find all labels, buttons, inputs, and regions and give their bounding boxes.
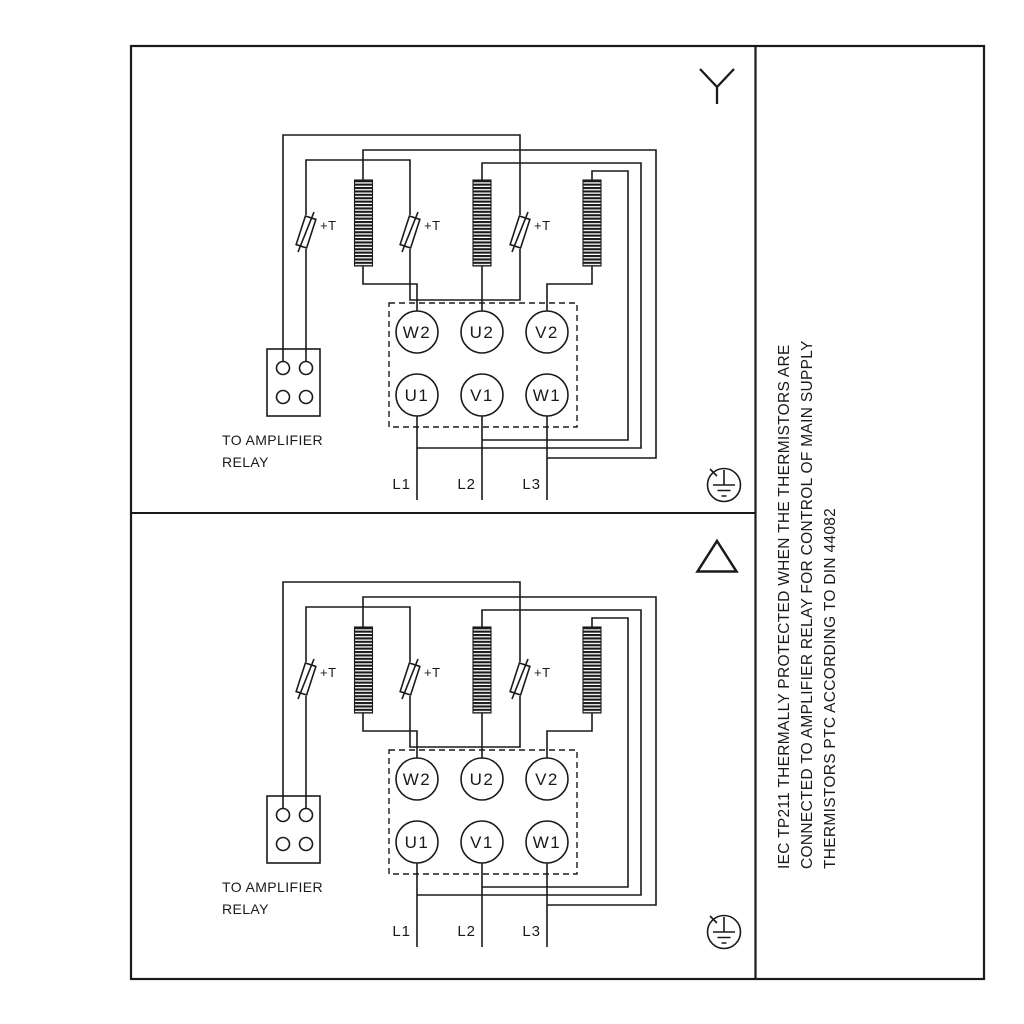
thermistor-label: +T xyxy=(534,665,551,680)
star-symbol-icon xyxy=(699,68,735,104)
star-panel-wiring xyxy=(266,134,742,503)
terminal-label-v2: V2 xyxy=(535,770,559,789)
supply-label-l2: L2 xyxy=(457,923,476,940)
relay-label-line1: TO AMPLIFIER xyxy=(222,432,323,448)
supply-label-l1: L1 xyxy=(392,476,411,493)
terminal-label-u1: U1 xyxy=(405,386,430,405)
sidebar-note-line2: CONNECTED TO AMPLIFIER RELAY FOR CONTROL… xyxy=(799,340,816,869)
delta-panel-wiring xyxy=(266,581,742,950)
terminal-label-u2: U2 xyxy=(470,770,495,789)
terminal-label-v2: V2 xyxy=(535,323,559,342)
thermistor-label: +T xyxy=(424,218,441,233)
relay-label-line1: TO AMPLIFIER xyxy=(222,879,323,895)
supply-label-l2: L2 xyxy=(457,476,476,493)
sidebar-note-line1: IEC TP211 THERMALLY PROTECTED WHEN THE T… xyxy=(776,344,793,869)
thermistor-label: +T xyxy=(320,665,337,680)
terminal-label-v1: V1 xyxy=(470,833,494,852)
terminal-label-u2: U2 xyxy=(470,323,495,342)
terminal-label-w2: W2 xyxy=(403,323,432,342)
thermistor-label: +T xyxy=(320,218,337,233)
delta-symbol-icon xyxy=(695,538,739,573)
supply-label-l3: L3 xyxy=(522,923,541,940)
terminal-label-v1: V1 xyxy=(470,386,494,405)
delta-panel-labels: +T +T +T W2 U2 V2 U1 V1 W1 L1 L2 L3 TO A… xyxy=(222,665,562,940)
supply-label-l1: L1 xyxy=(392,923,411,940)
supply-label-l3: L3 xyxy=(522,476,541,493)
star-panel-labels: +T +T +T W2 U2 V2 U1 V1 W1 L1 L2 L3 TO A… xyxy=(222,218,562,493)
thermistor-label: +T xyxy=(534,218,551,233)
sidebar-note: IEC TP211 THERMALLY PROTECTED WHEN THE T… xyxy=(776,340,839,869)
terminal-label-u1: U1 xyxy=(405,833,430,852)
terminal-label-w1: W1 xyxy=(533,833,562,852)
relay-label-line2: RELAY xyxy=(222,454,269,470)
terminal-label-w2: W2 xyxy=(403,770,432,789)
thermistor-label: +T xyxy=(424,665,441,680)
terminal-label-w1: W1 xyxy=(533,386,562,405)
relay-label-line2: RELAY xyxy=(222,901,269,917)
sidebar-note-line3: THERMISTORS PTC ACCORDING TO DIN 44082 xyxy=(822,508,839,869)
